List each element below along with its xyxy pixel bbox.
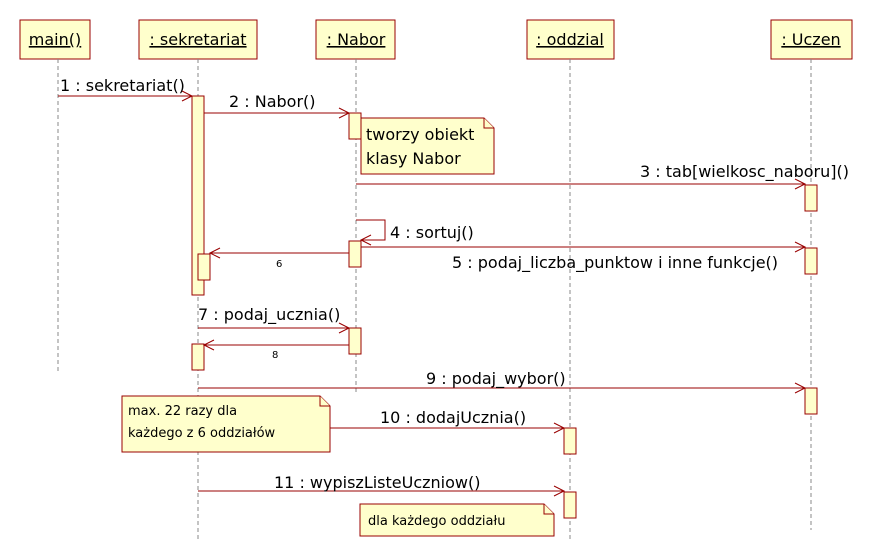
message-7[interactable]: 7 : podaj_ucznia() (198, 305, 351, 334)
note-limit-line2: każdego z 6 oddziałów (128, 426, 276, 441)
lifeline-uczen[interactable]: : Uczen (770, 19, 853, 60)
note-nabor[interactable]: tworzy obiekt klasy Nabor (360, 117, 495, 175)
lifeline-main-label: main() (29, 30, 81, 49)
lifeline-main[interactable]: main() (19, 19, 91, 60)
lifeline-oddzial[interactable]: : oddzial (526, 19, 615, 60)
message-9-label: 9 : podaj_wybor() (426, 369, 566, 389)
activation-nabor-constructor (348, 112, 362, 140)
activation-sekretariat-main (191, 95, 205, 296)
activation-oddzial-wypisz (563, 491, 577, 519)
message-4-label: 4 : sortuj() (390, 223, 474, 242)
message-2[interactable]: 2 : Nabor() (204, 92, 351, 119)
lifeline-oddzial-label: : oddzial (536, 30, 604, 49)
message-1-label: 1 : sekretariat() (60, 76, 185, 95)
lifeline-sekretariat-label: : sekretariat (149, 30, 246, 49)
message-7-label: 7 : podaj_ucznia() (198, 305, 340, 325)
lifeline-nabor[interactable]: : Nabor (315, 19, 396, 60)
activation-sekretariat-return8 (191, 343, 205, 371)
activation-uczen-podaj-punkty (804, 247, 818, 275)
lifeline-sekretariat[interactable]: : sekretariat (138, 19, 258, 60)
note-nabor-line1: tworzy obiekt (366, 125, 474, 144)
message-3[interactable]: 3 : tab[wielkosc_naboru]() (356, 162, 849, 190)
message-4[interactable]: 4 : sortuj() (356, 219, 474, 246)
message-2-label: 2 : Nabor() (229, 92, 316, 111)
note-oddzial[interactable]: dla każdego oddziału (359, 503, 555, 537)
note-limit[interactable]: max. 22 razy dla każdego z 6 oddziałów (121, 395, 331, 453)
message-5[interactable]: 5 : podaj_liczba_punktow i inne funkcje(… (361, 241, 807, 273)
message-6-label: 6 (276, 259, 282, 270)
activation-nabor-podaj-ucznia (348, 327, 362, 355)
lifeline-uczen-label: : Uczen (781, 30, 840, 49)
message-5-label: 5 : podaj_liczba_punktow i inne funkcje(… (452, 253, 778, 273)
activation-sekretariat-return6 (197, 253, 211, 281)
message-10-label: 10 : dodajUcznia() (380, 408, 526, 427)
message-8-label: 8 (272, 350, 278, 361)
lifeline-nabor-label: : Nabor (327, 30, 386, 49)
activation-oddzial-dodaj (563, 427, 577, 455)
activation-uczen-tab (804, 184, 818, 212)
message-8[interactable]: 8 (202, 339, 349, 361)
message-11[interactable]: 11 : wypiszListeUczniow() (198, 473, 566, 497)
note-limit-line1: max. 22 razy dla (128, 404, 237, 419)
note-nabor-line2: klasy Nabor (366, 149, 461, 168)
message-3-label: 3 : tab[wielkosc_naboru]() (640, 162, 849, 182)
activation-nabor-sortuj (348, 240, 362, 268)
message-6[interactable]: 6 (208, 247, 349, 270)
message-9[interactable]: 9 : podaj_wybor() (198, 369, 807, 394)
message-1[interactable]: 1 : sekretariat() (58, 76, 194, 102)
message-11-label: 11 : wypiszListeUczniow() (274, 473, 480, 492)
activation-uczen-podaj-wybor (804, 387, 818, 415)
note-oddzial-text: dla każdego oddziału (368, 514, 505, 529)
